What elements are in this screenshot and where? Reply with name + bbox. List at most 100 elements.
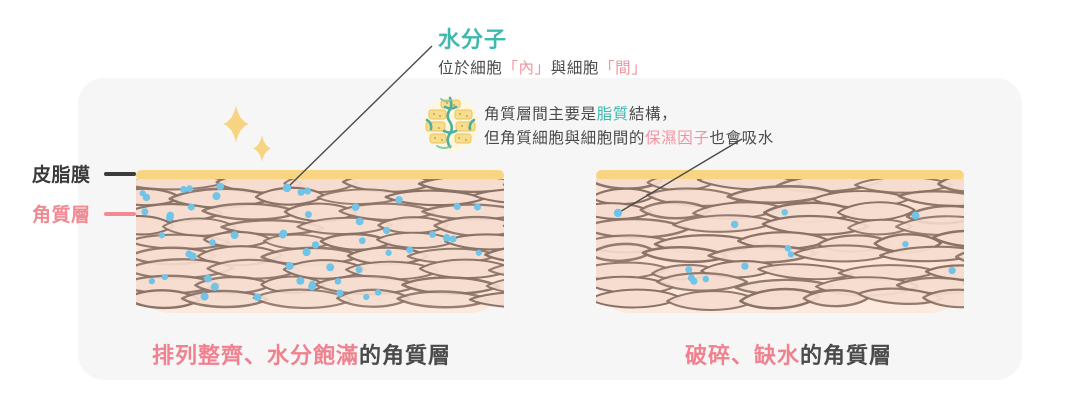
skin-block-damaged (596, 170, 964, 315)
water-molecule-dot (187, 203, 195, 211)
water-molecule-dot (358, 237, 366, 245)
corneocyte (655, 272, 749, 292)
callout-line-2: 但角質細胞與細胞間的保濕因子也會吸水 (484, 127, 774, 151)
corneocyte (444, 233, 504, 251)
water-molecule-dot (210, 282, 219, 291)
sparkle-small (253, 135, 271, 162)
water-molecule-dot (687, 274, 695, 282)
callout-text-block: 水分子 位於細胞「內」與細胞「間」 角質層間主要是脂質結構， 但角質細胞與細胞間… (438, 26, 774, 151)
subtitle-word-between: 間 (615, 59, 632, 77)
water-molecule-dot (355, 217, 364, 226)
line1-part1: 角質層間主要是 (484, 105, 597, 123)
water-molecule-dot (216, 182, 224, 191)
corneocyte (485, 275, 504, 295)
subtitle-word-inside: 內 (518, 59, 535, 77)
corneocyte (793, 244, 895, 263)
corneocyte (836, 201, 916, 222)
water-molecule-dot (685, 266, 693, 274)
corneocyte (931, 229, 964, 249)
caption-healthy-rest: 的角質層 (359, 343, 452, 368)
water-molecule-dot (363, 293, 370, 301)
water-molecule-dot (303, 187, 312, 195)
callout-line-1: 角質層間主要是脂質結構， (484, 103, 774, 127)
water-molecule-dot (285, 262, 294, 270)
water-molecule-dot (702, 275, 710, 283)
water-molecule-dot (784, 245, 792, 252)
subtitle-quote-open-2: 「 (599, 59, 616, 77)
water-molecule-dot (351, 203, 360, 211)
water-molecule-dot (355, 266, 363, 274)
water-molecule-dot (382, 226, 391, 235)
callout-subtitle: 位於細胞「內」與細胞「間」 (438, 57, 774, 81)
subtitle-quote-close-1: 」 (534, 59, 551, 77)
caption-damaged-highlight: 破碎、缺水 (685, 343, 801, 368)
caption-damaged: 破碎、缺水的角質層 (685, 338, 892, 370)
water-molecule-dot (449, 235, 457, 243)
water-molecule-dot (911, 211, 920, 220)
water-molecule-dot (374, 289, 382, 296)
water-molecule-dot (302, 248, 311, 257)
water-molecule-dot (781, 209, 788, 216)
water-molecule-dots (139, 182, 482, 302)
corneocyte (472, 188, 504, 205)
water-molecule-dot (209, 239, 216, 246)
water-molecule-dot (158, 232, 165, 239)
water-molecule-dot (148, 277, 156, 285)
corneocyte (421, 203, 504, 221)
water-molecule-dot (902, 240, 909, 248)
water-molecule-dot (787, 251, 795, 258)
water-molecule-dot (139, 190, 146, 197)
water-molecule-dot (326, 263, 335, 272)
caption-healthy-highlight: 排列整齊、水分飽滿 (152, 343, 360, 368)
subtitle-quote-open-1: 「 (502, 59, 519, 77)
skin-block-healthy (136, 170, 504, 315)
water-molecule-dot (297, 188, 305, 196)
water-molecule-dot (429, 230, 436, 238)
sebum-film-layer-right (596, 170, 964, 181)
corneocyte (895, 215, 964, 237)
water-molecule-dot (334, 277, 342, 285)
water-molecule-dot (296, 276, 305, 285)
water-molecule-dot (279, 229, 288, 238)
water-molecule-dot (474, 203, 481, 211)
water-molecule-dot (230, 231, 239, 240)
subtitle-prefix: 位於細胞 (438, 59, 503, 77)
stratum-corneum-label: 角質層 (32, 205, 91, 226)
corneocyte (897, 190, 964, 208)
corneocyte (433, 215, 504, 238)
corneocyte-cells-right (596, 179, 964, 311)
water-molecule-dot (161, 273, 168, 281)
water-molecule-dot (475, 249, 482, 256)
water-molecule-dots (685, 209, 956, 285)
corneocyte-cells-left (136, 179, 504, 310)
corneocyte (922, 288, 964, 309)
line1-highlight-lipid: 脂質 (596, 105, 629, 123)
corneocyte (468, 291, 504, 309)
corneocyte (937, 179, 964, 194)
line2-part1: 但角質細胞與細胞間的 (484, 129, 646, 147)
water-molecule-dot (185, 250, 193, 258)
line2-highlight-nmf: 保濕因子 (645, 129, 710, 147)
caption-damaged-rest: 的角質層 (800, 343, 893, 368)
water-molecule-dot (304, 211, 312, 218)
water-molecule-dot (730, 220, 739, 229)
water-molecule-dot (311, 241, 320, 249)
brick-and-mortar-lipid-icon (424, 96, 478, 151)
stratum-corneum-leader-dash (104, 212, 136, 216)
corneocyte (596, 288, 682, 309)
callout-title: 水分子 (438, 27, 508, 52)
sebum-film-label: 皮脂膜 (32, 165, 91, 186)
subtitle-middle: 與細胞 (550, 59, 600, 77)
water-molecule-dot (212, 192, 221, 201)
corneocyte (376, 231, 456, 249)
water-molecule-dot (253, 293, 262, 302)
water-molecule-dot (336, 289, 344, 297)
water-molecule-dot (395, 196, 403, 204)
caption-healthy: 排列整齊、水分飽滿的角質層 (152, 338, 451, 370)
water-molecule-dot (141, 208, 149, 216)
water-molecule-dot (385, 249, 392, 256)
subtitle-quote-close-2: 」 (631, 59, 648, 77)
sparkle-large (223, 105, 249, 143)
water-molecule-dot (200, 292, 209, 301)
